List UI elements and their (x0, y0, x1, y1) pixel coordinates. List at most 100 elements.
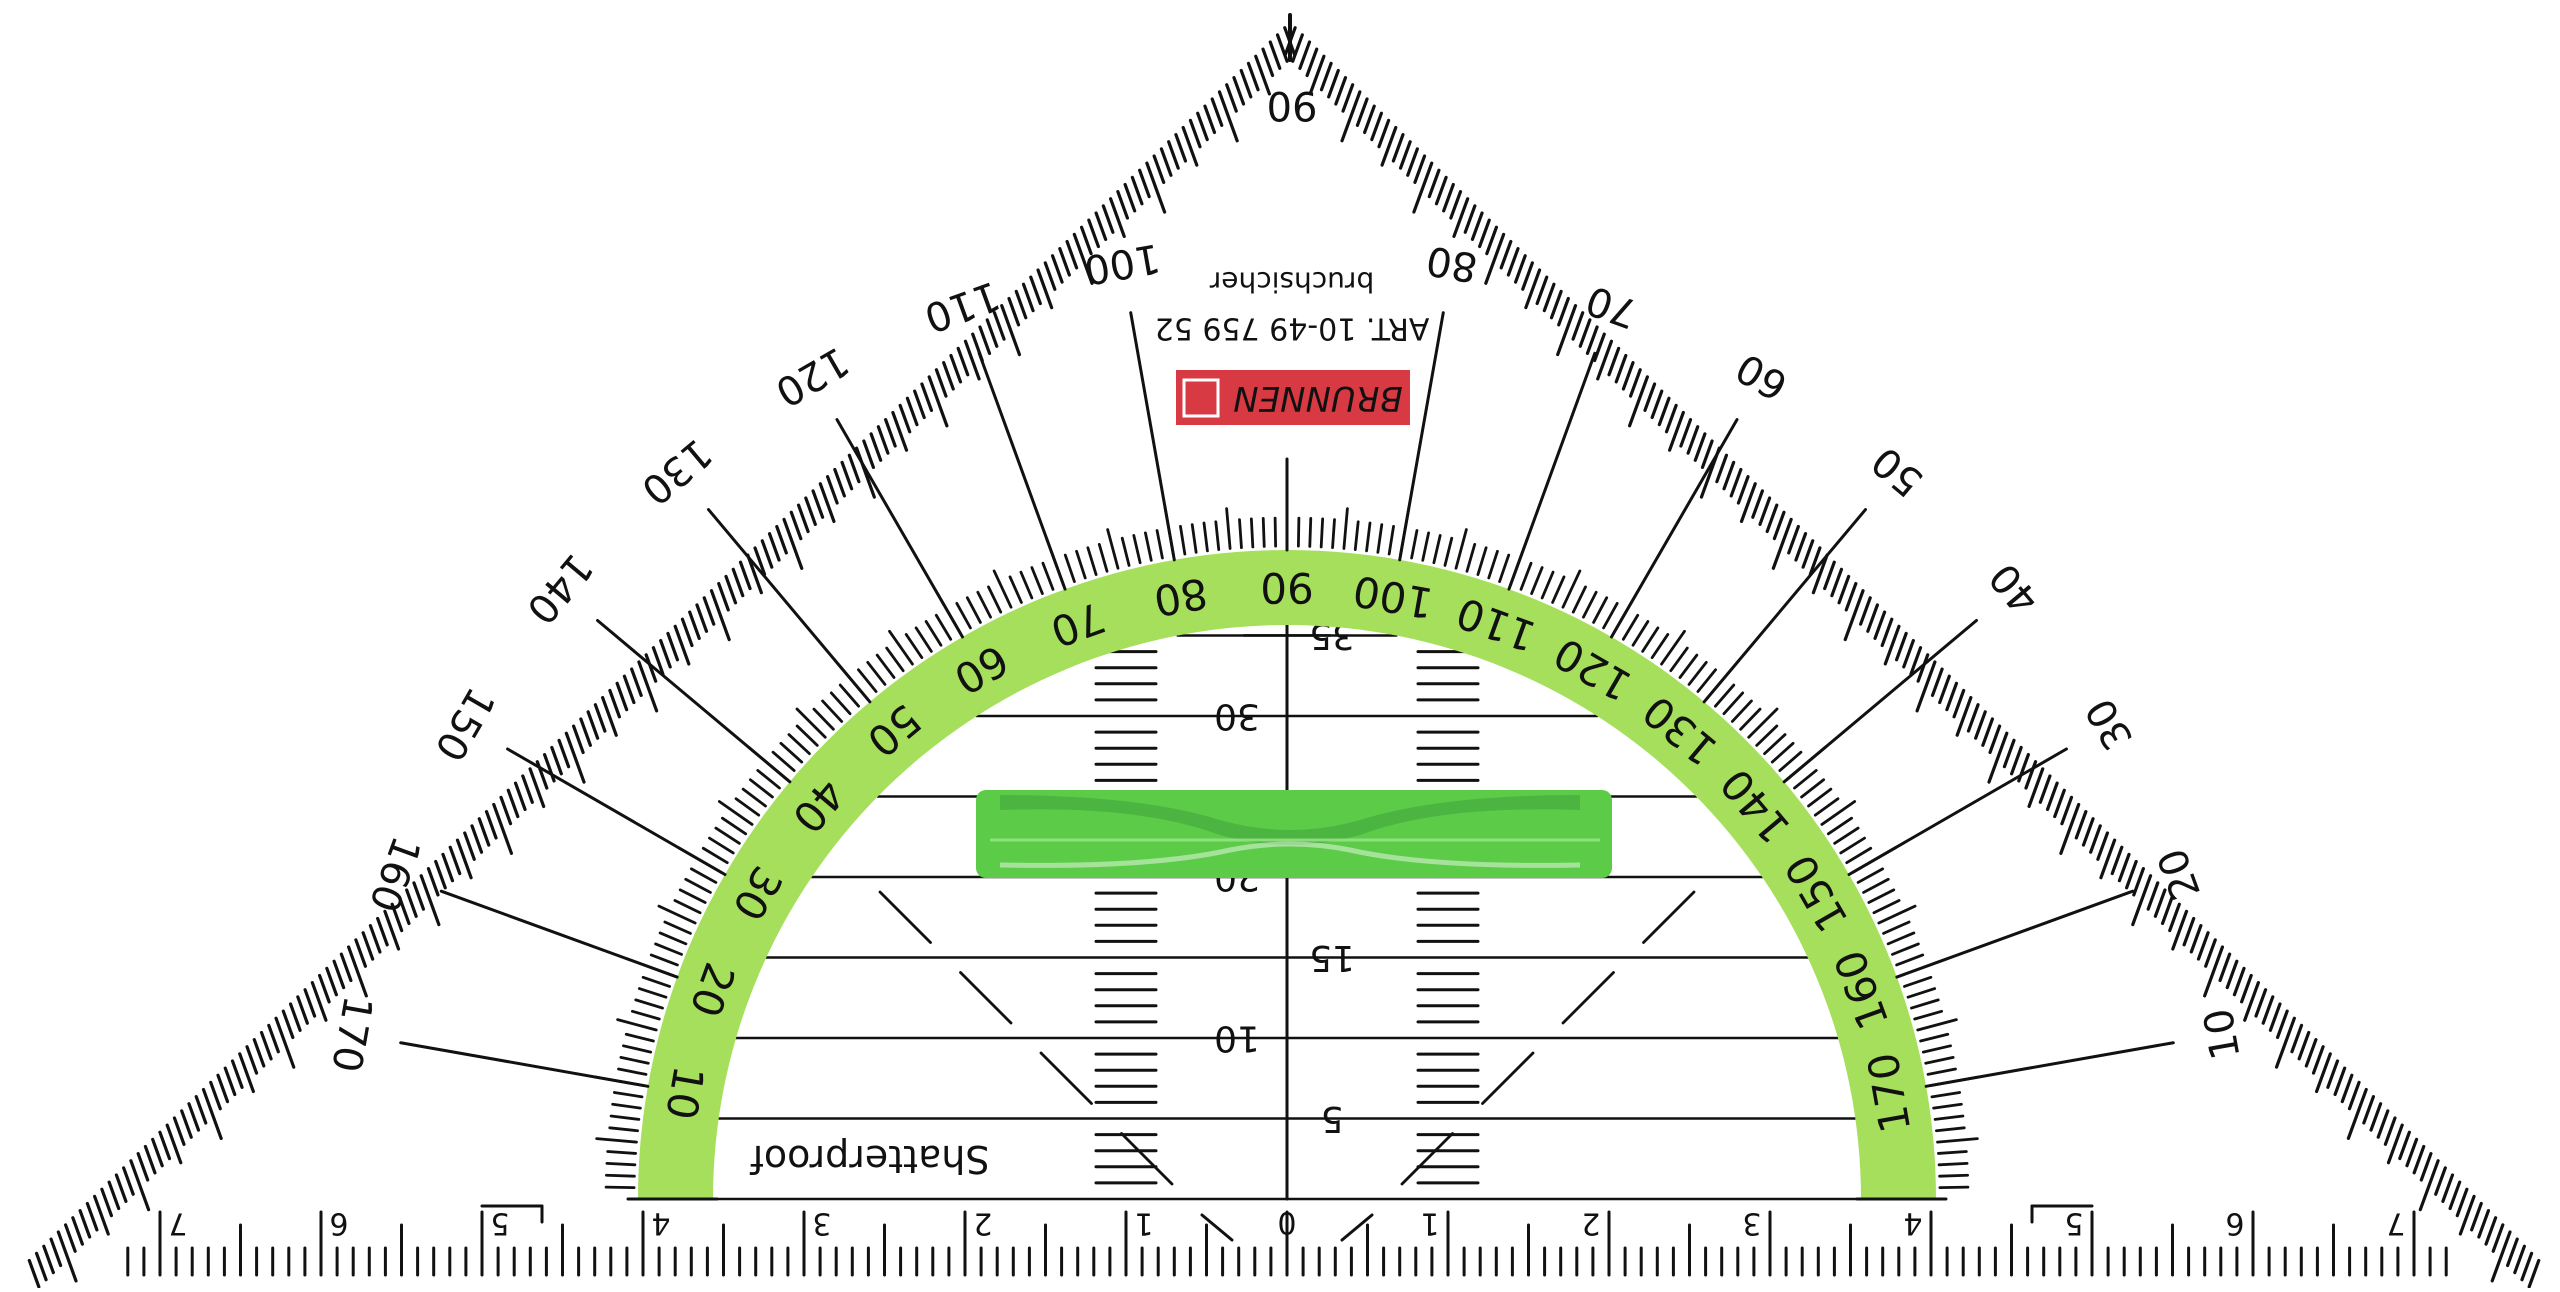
edge-tick (1293, 35, 1303, 61)
degree-tick (1434, 535, 1440, 562)
edge-tick (1227, 85, 1237, 111)
edge-tick (1169, 142, 1179, 168)
edge-tick (1176, 135, 1186, 161)
degree-tick (1724, 693, 1743, 714)
edge-tick (225, 1068, 235, 1094)
edge-tick (1731, 470, 1741, 496)
edge-tick (1300, 42, 1310, 68)
edge-tick (1846, 584, 1856, 610)
degree-tick (1864, 879, 1889, 892)
degree-tick (1915, 1011, 1942, 1019)
edge-tick (2492, 1232, 2510, 1281)
edge-tick (1845, 591, 1863, 640)
edge-tick (2256, 990, 2266, 1016)
edge-tick (174, 1118, 184, 1144)
degree-tick (1553, 577, 1564, 603)
edge-tick (2335, 1068, 2345, 1094)
edge-tick (762, 541, 772, 567)
edge-tick (2083, 819, 2093, 845)
degree-tick (1251, 519, 1252, 547)
edge-tick (1031, 277, 1041, 303)
edge-tick (1241, 71, 1251, 97)
edge-tick (1976, 712, 1986, 738)
degree-tick (797, 726, 817, 745)
edge-tick (1487, 227, 1497, 253)
edge-tick (1321, 63, 1331, 89)
edge-tick (552, 747, 562, 773)
edge-tick (1695, 434, 1705, 460)
degree-tick (1741, 709, 1760, 729)
edge-tick (2270, 1004, 2280, 1030)
edge-tick (2364, 1097, 2374, 1123)
edge-tick (1516, 256, 1526, 282)
edge-tick (661, 641, 671, 667)
degree-tick (978, 592, 991, 617)
degree-tick (1333, 520, 1335, 548)
degree-tick (656, 944, 682, 954)
edge-tick (2306, 1040, 2316, 1066)
outer-degree-label: 20 (2149, 842, 2210, 906)
edge-tick (124, 1168, 134, 1194)
edge-tick (102, 1189, 112, 1215)
edge-tick (1587, 327, 1597, 353)
edge-tick (1372, 113, 1382, 139)
edge-tick (450, 847, 460, 873)
edge-tick (1947, 683, 1957, 709)
degree-line (1400, 313, 1444, 560)
edge-tick (2004, 740, 2014, 766)
edge-tick (1989, 733, 2007, 782)
edge-tick (1154, 156, 1164, 182)
degree-tick (1478, 548, 1486, 575)
ruler-label: 4 (651, 1206, 670, 1241)
edge-tick (1645, 384, 1655, 410)
grid-label: 5 (1321, 1098, 1344, 1139)
ruler-label: 5 (490, 1206, 509, 1241)
edge-tick (479, 819, 489, 845)
grid-label: 15 (1309, 937, 1355, 978)
degree-tick (1869, 890, 1894, 903)
edge-tick (2407, 1139, 2417, 1165)
edge-tick (1024, 284, 1034, 310)
degree-tick (831, 693, 850, 714)
degree-tick (957, 603, 971, 627)
degree-tick (610, 1128, 638, 1131)
edge-tick (958, 348, 968, 374)
degree-tick (887, 648, 903, 671)
degree-tick (1145, 533, 1151, 560)
edge-tick (1140, 170, 1150, 196)
degree-tick (1043, 563, 1053, 589)
degree-tick (1671, 648, 1687, 671)
edge-tick (740, 562, 750, 588)
edge-tick (726, 576, 736, 602)
degree-tick (1088, 548, 1096, 575)
outer-degree-label: 100 (1080, 234, 1163, 293)
edge-tick (813, 491, 823, 517)
degree-tick (797, 709, 825, 737)
degree-tick (1815, 799, 1838, 815)
degree-tick (1908, 989, 1935, 998)
degree-tick (1938, 1139, 1978, 1142)
edge-tick (2299, 1032, 2309, 1058)
edge-tick (2277, 1018, 2295, 1067)
degree-tick (1445, 538, 1452, 565)
degree-tick (868, 662, 885, 684)
edge-tick (1508, 249, 1518, 275)
edge-tick (138, 1154, 148, 1180)
degree-tick (988, 587, 1000, 612)
article-number: ART. 10-49 759 52 (1155, 311, 1430, 346)
edge-tick (835, 470, 845, 496)
edge-tick (2148, 883, 2158, 909)
degree-tick (1389, 526, 1393, 554)
shatterproof-text: Shatterproof (749, 1137, 990, 1181)
edge-tick (566, 733, 584, 782)
edge-tick (1125, 185, 1135, 211)
degree-tick (781, 743, 802, 762)
edge-tick (1968, 705, 1978, 731)
edge-tick (1882, 619, 1892, 645)
edge-tick (1336, 78, 1346, 104)
degree-tick (1939, 1163, 1967, 1164)
degree-tick (660, 933, 686, 944)
grip-handle[interactable] (976, 790, 1612, 878)
degree-line (837, 420, 963, 637)
